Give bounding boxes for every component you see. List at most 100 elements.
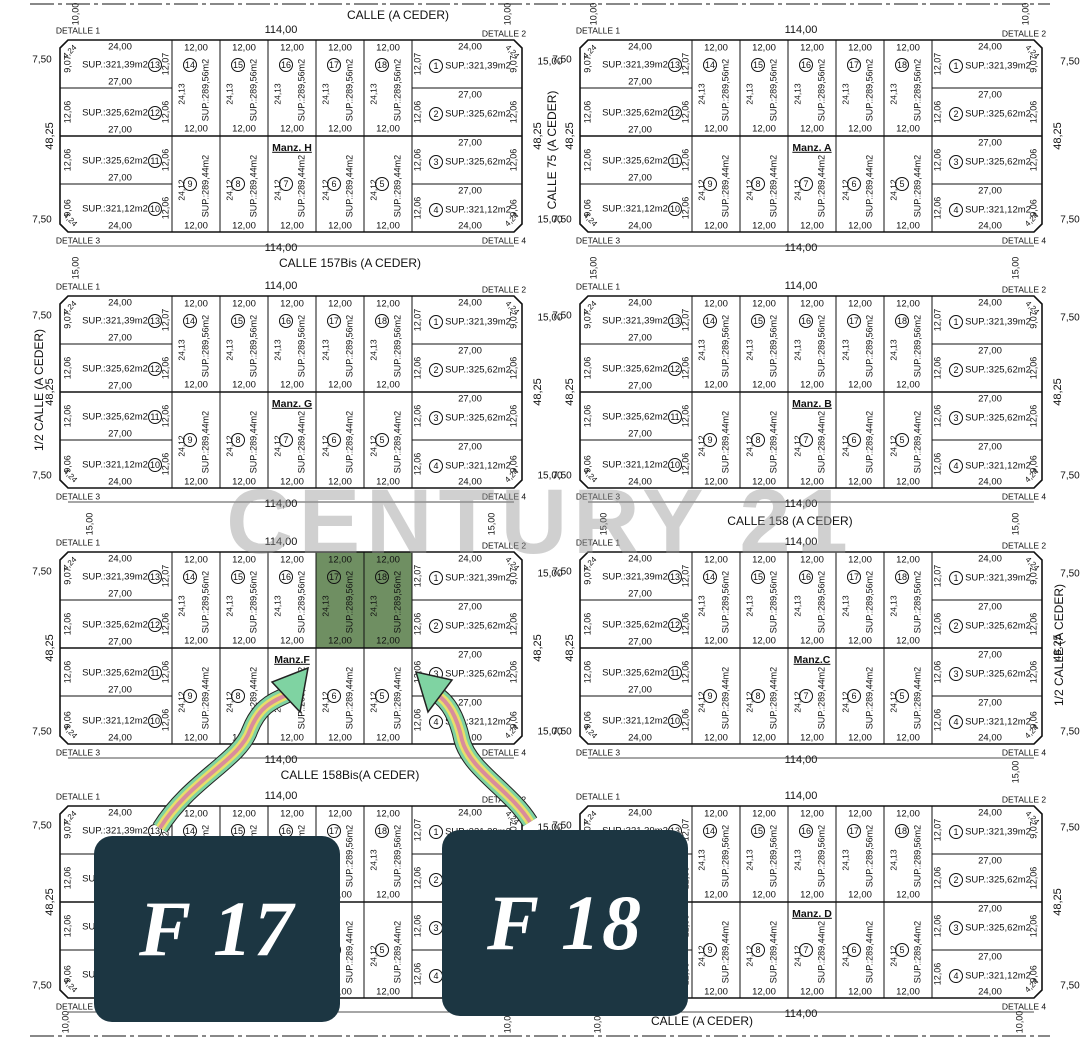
lot-number-circle [847,177,861,191]
lot-dimension: 9,06 [1028,199,1038,217]
street-corner-dimension: 10,00 [592,1011,602,1034]
lot-area: SUP.:289,56m2 [392,571,402,633]
lot-dimension: 12,00 [376,299,400,310]
lot-dimension: 12,00 [232,299,256,310]
lot-dimension: 12,00 [232,380,256,391]
lot-dimension: 12,00 [328,43,352,54]
lot-area: SUP.:325,62m2 [602,364,668,375]
lot-dimension: 12,00 [232,636,256,647]
lot-dimension: 12,00 [328,477,352,488]
lot-dimension: 12,07 [680,819,690,842]
lot-dimension: 24,00 [978,987,1002,998]
lot-number: 5 [379,691,384,701]
lot-number: 6 [851,435,856,445]
lot-number: 11 [150,412,159,422]
lot-number: 4 [953,205,958,215]
lot-number-circle [183,570,197,584]
lot-number: 18 [897,60,907,70]
detail-label: DETALLE 3 [56,491,101,501]
lot-dimension: 12,00 [704,890,728,901]
lot-dimension: 12,00 [232,124,256,135]
lot-number: 12 [150,108,160,118]
lot-dimension: 24,12 [792,435,802,457]
lot-dimension: 12,00 [752,221,776,232]
lot-dimension: 12,07 [932,819,942,842]
lot-number-circle [703,943,717,957]
lot-dimension: 27,00 [628,685,652,696]
corner-dimension: 15,00 [537,471,562,482]
corner-dimension: 7,50 [1060,313,1080,324]
lot-dimension: 12,00 [232,221,256,232]
lot-area: SUP.:289,44m2 [720,921,730,983]
lot-area: SUP.:325,62m2 [445,365,511,376]
lot-dimension: 12,06 [160,197,170,220]
block-depth-dimension: 48,25 [1052,888,1064,916]
lot-area: SUP.:289,44m2 [768,155,778,217]
detail-label: DETALLE 4 [482,747,527,757]
lot-number-circle [751,177,765,191]
detail-label: DETALLE 2 [1002,28,1047,38]
lot-area: SUP.:321,12m2 [965,971,1031,982]
corner-dimension: 7,50 [552,215,572,226]
lot-dimension: 27,00 [458,394,482,405]
detail-label: DETALLE 2 [1002,540,1047,550]
lot-dimension: 12,07 [412,565,422,588]
lot-number-circle [703,570,717,584]
lot-number: 13 [150,826,160,836]
lot-dimension: 24,00 [458,808,482,819]
lot-area: SUP.:321,39m2 [445,317,511,328]
lot-number-circle [429,715,443,729]
lot-dimension: 12,07 [412,53,422,76]
lot-number-circle [703,824,717,838]
lot-number-circle [895,433,909,447]
lot-number-circle [327,824,341,838]
lot-dimension: 24,00 [628,808,652,819]
lot-dimension: 12,00 [184,733,208,744]
block-width-dimension: 114,00 [785,754,818,766]
lot-f18-callout[interactable]: F 18 [442,830,688,1016]
lot-number: 18 [377,826,387,836]
corner-dimension: 7,50 [32,981,52,992]
lot-area: SUP.:321,12m2 [602,204,668,215]
lot-dimension: 27,00 [978,698,1002,709]
lot-f17-callout[interactable]: F 17 [94,836,340,1022]
lot-dimension: 27,00 [978,442,1002,453]
lot-number-circle [949,59,963,73]
lot-dimension: 12,00 [280,636,304,647]
lot-area: SUP.:321,12m2 [82,460,148,471]
lot-area: SUP.:325,62m2 [602,412,668,423]
lot-dimension: 9,07 [1028,567,1038,585]
lot-dimension: 27,00 [628,637,652,648]
lot-dimension: 12,06 [412,197,422,220]
lot-dimension: 9,07 [62,821,72,839]
detail-label: DETALLE 4 [482,491,527,501]
lot-area: SUP.:321,39m2 [82,826,148,837]
lot-dimension: 12,06 [62,613,72,636]
lot-dimension: 24,12 [744,945,754,967]
lot-number: 5 [379,435,384,445]
lot-dimension: 24,12 [368,179,378,201]
lot-number: 6 [851,691,856,701]
street-name-calle75: CALLE 75 (A CEDER) [545,91,559,210]
lot-number-circle [231,314,245,328]
block-width-dimension: 114,00 [265,280,298,292]
lot-dimension: 12,00 [848,221,872,232]
block-depth-dimension: 48,25 [1052,378,1064,406]
lot-dimension: 24,12 [368,945,378,967]
lot-dimension: 12,06 [1028,915,1038,938]
corner-dimension: 7,50 [552,471,572,482]
block-name: Manz. G [272,398,312,410]
lot-dimension: 24,12 [792,691,802,713]
lot-area: SUP.:325,62m2 [82,412,148,423]
lot-dimension: 24,12 [744,691,754,713]
lot-number-circle [703,58,717,72]
lot-dimension: 12,00 [376,733,400,744]
lot-dimension: 12,00 [848,809,872,820]
lot-dimension: 9,06 [62,965,72,983]
corner-dimension: 15,00 [537,313,562,324]
lot-dimension: 12,00 [232,43,256,54]
lot-area: SUP.:289,44m2 [344,921,354,983]
lot-dimension: 12,00 [896,124,920,135]
lot-dimension: 27,00 [628,125,652,136]
lot-area: SUP.:289,56m2 [296,59,306,121]
